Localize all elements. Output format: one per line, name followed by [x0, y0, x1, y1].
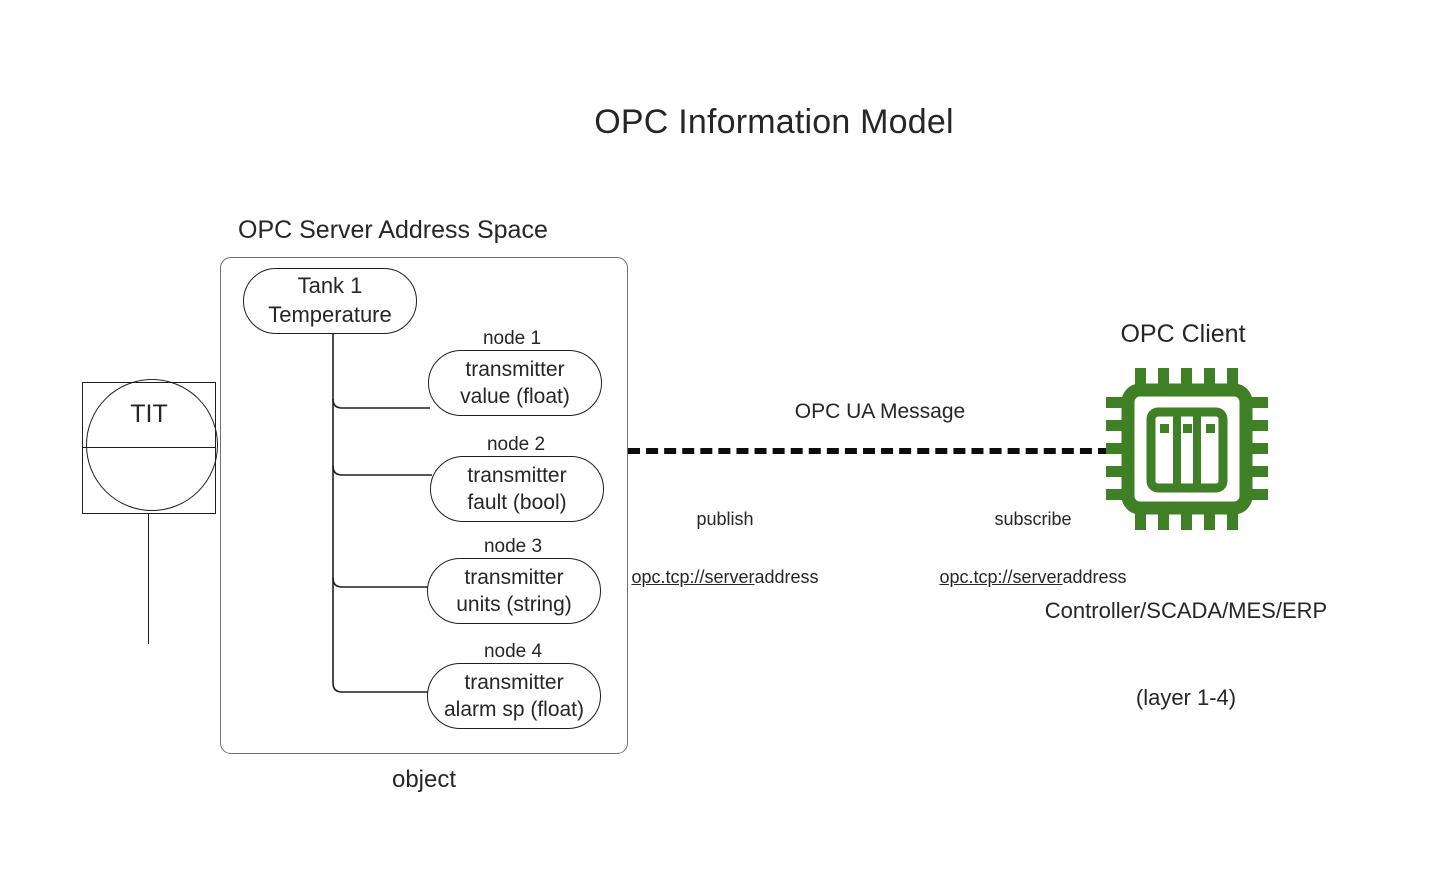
subscribe-url[interactable]: opc.tcp://serveraddress	[939, 567, 1126, 588]
node-3-label: node 3	[483, 536, 543, 557]
object-caption: object	[391, 766, 457, 793]
root-object-node[interactable]: Tank 1 Temperature	[243, 268, 417, 334]
subscribe-url-linked-part[interactable]: opc.tcp://server	[939, 567, 1063, 587]
publish-url-plain-part: address	[754, 567, 819, 587]
node-3-line1: transmitter	[464, 565, 564, 589]
node-2-line1: transmitter	[467, 463, 567, 487]
node-1-capsule[interactable]: transmitter value (float)	[428, 350, 602, 416]
root-object-line1: Tank 1	[297, 273, 363, 299]
instrument-process-connection-line	[148, 514, 149, 644]
publish-endpoint: publish opc.tcp://serveraddress	[631, 473, 818, 624]
subscribe-action-label: subscribe	[994, 509, 1072, 529]
node-1-label: node 1	[482, 328, 542, 349]
root-object-line2: Temperature	[268, 302, 392, 327]
node-2-label: node 2	[486, 434, 546, 455]
node-4-label: node 4	[483, 641, 543, 662]
subscribe-endpoint: subscribe opc.tcp://serveraddress	[939, 473, 1126, 624]
instrument-tag-label: TIT	[130, 400, 168, 428]
address-space-container	[220, 257, 628, 754]
node-2-capsule[interactable]: transmitter fault (bool)	[430, 456, 604, 522]
publish-url-linked-part[interactable]: opc.tcp://server	[631, 567, 755, 587]
field-instrument-symbol: TIT	[82, 379, 218, 514]
opc-client-heading: OPC Client	[1120, 320, 1246, 348]
publish-url[interactable]: opc.tcp://serveraddress	[631, 567, 818, 588]
publish-action-label: publish	[696, 509, 754, 529]
page-title: OPC Information Model	[594, 103, 954, 141]
node-3-capsule[interactable]: transmitter units (string)	[427, 558, 601, 624]
opcua-message-dashed-link	[628, 448, 1110, 454]
client-role-line2: (layer 1-4)	[1135, 685, 1237, 711]
subscribe-url-plain-part: address	[1062, 567, 1127, 587]
node-1-line2: value (float)	[460, 385, 570, 408]
server-address-space-heading: OPC Server Address Space	[238, 216, 548, 244]
instrument-divider-line	[82, 447, 216, 448]
opcua-message-label: OPC UA Message	[794, 400, 966, 423]
node-2-line2: fault (bool)	[467, 491, 567, 514]
node-4-line1: transmitter	[464, 670, 564, 694]
node-3-line2: units (string)	[456, 593, 572, 616]
node-4-capsule[interactable]: transmitter alarm sp (float)	[427, 663, 601, 729]
instrument-circle	[86, 379, 218, 511]
cpu-chip-icon	[1106, 368, 1268, 530]
node-1-line1: transmitter	[465, 357, 565, 381]
client-role-line1: Controller/SCADA/MES/ERP	[1044, 598, 1328, 624]
client-role-caption: Controller/SCADA/MES/ERP (layer 1-4)	[1045, 538, 1327, 770]
node-4-line2: alarm sp (float)	[443, 698, 585, 721]
